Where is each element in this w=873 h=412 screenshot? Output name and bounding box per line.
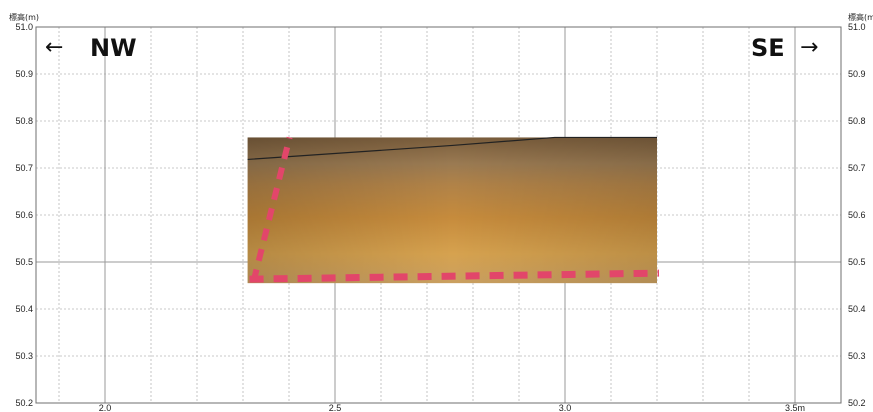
elevation-tick-label-right: 50.5 bbox=[848, 257, 866, 267]
elevation-tick-label-right: 50.4 bbox=[848, 304, 866, 314]
left-unit-label: 標高(m) bbox=[9, 12, 39, 22]
left-arrow-icon: ← bbox=[45, 35, 63, 60]
elevation-tick-label-right: 50.8 bbox=[848, 116, 866, 126]
elevation-tick-label-left: 50.6 bbox=[15, 210, 33, 220]
elevation-tick-label-left: 50.5 bbox=[15, 257, 33, 267]
distance-tick-label: 3.5m bbox=[785, 403, 805, 412]
elevation-tick-label-left: 50.8 bbox=[15, 116, 33, 126]
elevation-tick-label-left: 50.9 bbox=[15, 69, 33, 79]
elevation-tick-label-right: 50.2 bbox=[848, 398, 866, 408]
measuring-tape-horizontal bbox=[249, 269, 660, 283]
distance-tick-label: 2.5 bbox=[329, 403, 342, 412]
right-arrow-icon: → bbox=[800, 35, 818, 60]
section-photo bbox=[247, 136, 660, 284]
elevation-tick-label-left: 51.0 bbox=[15, 22, 33, 32]
distance-tick-label: 3.0 bbox=[559, 403, 572, 412]
elevation-tick-label-right: 51.0 bbox=[848, 22, 866, 32]
elevation-axis-left: 51.0 50.9 50.8 50.7 50.6 50.5 50.4 50.3 50.2 bbox=[15, 22, 33, 408]
elevation-tick-label-left: 50.7 bbox=[15, 163, 33, 173]
distance-axis: 2.0 2.5 3.0 3.5m bbox=[99, 403, 805, 412]
elevation-tick-label-left: 50.2 bbox=[15, 398, 33, 408]
elevation-axis-right: 51.0 50.9 50.8 50.7 50.6 50.5 50.4 50.3 50.2 bbox=[848, 22, 866, 408]
elevation-tick-label-left: 50.4 bbox=[15, 304, 33, 314]
ground-surface-line bbox=[247, 136, 657, 161]
se-label: SE bbox=[751, 34, 785, 62]
plot-frame bbox=[35, 26, 842, 404]
elevation-tick-label-left: 50.3 bbox=[15, 351, 33, 361]
nw-label: NW bbox=[90, 34, 137, 62]
elevation-tick-label-right: 50.7 bbox=[848, 163, 866, 173]
elevation-tick-label-right: 50.9 bbox=[848, 69, 866, 79]
distance-tick-label: 2.0 bbox=[99, 403, 112, 412]
measuring-pole-vertical bbox=[250, 136, 293, 282]
elevation-tick-label-right: 50.6 bbox=[848, 210, 866, 220]
elevation-tick-label-right: 50.3 bbox=[848, 351, 866, 361]
soil-photo-shading bbox=[247, 137, 657, 284]
right-unit-label: 標高(m bbox=[848, 12, 873, 22]
